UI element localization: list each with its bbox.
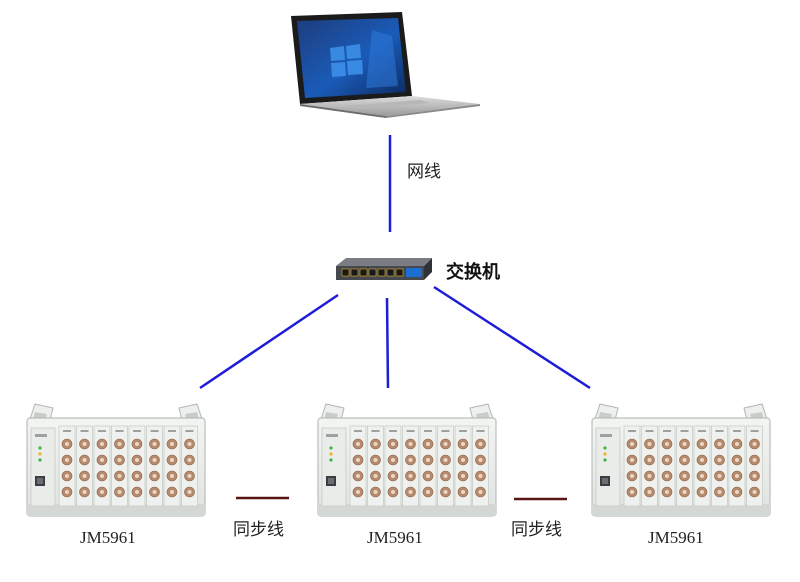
network-cable-switch-unit-2 bbox=[385, 297, 390, 389]
laptop-icon bbox=[291, 12, 480, 118]
data-acquisition-chassis-icon bbox=[591, 403, 771, 517]
unit-label-2: JM5961 bbox=[367, 528, 423, 547]
unit-label-1: JM5961 bbox=[80, 528, 136, 547]
sync-cable-label-1: 同步线 bbox=[233, 520, 284, 540]
network-switch-icon bbox=[336, 258, 432, 280]
unit-label-3: JM5961 bbox=[648, 528, 704, 547]
data-acquisition-chassis-icon bbox=[317, 403, 497, 517]
switch-label: 交换机 bbox=[446, 261, 500, 283]
network-cable-switch-unit-1 bbox=[199, 293, 339, 390]
network-cable-switch-unit-3 bbox=[433, 285, 591, 390]
data-acquisition-chassis-icon bbox=[26, 403, 206, 517]
network-cable-label: 网线 bbox=[407, 162, 441, 182]
sync-cable-label-2: 同步线 bbox=[511, 520, 562, 540]
